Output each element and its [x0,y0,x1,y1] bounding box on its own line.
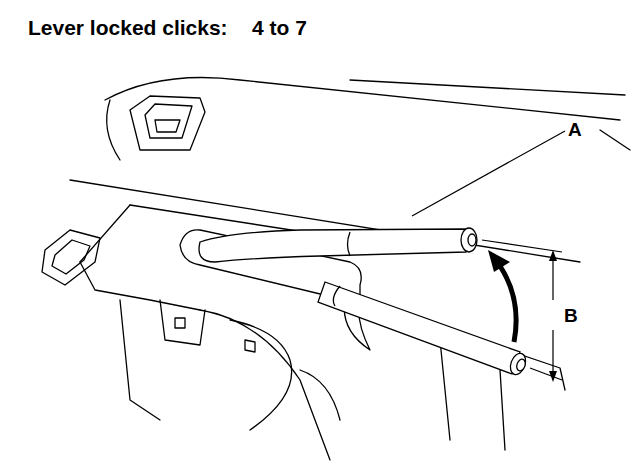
console-edge [120,300,160,420]
leader-line [412,131,565,216]
console-clip [175,318,185,328]
seat-outline [350,80,625,95]
dimension-line [552,256,553,376]
extension-line [530,368,562,380]
console-edge [230,320,292,430]
motion-arrowhead [488,250,510,272]
console-edge [160,300,205,345]
callout-letter: A [566,120,584,139]
seat-outline [107,100,120,160]
console-edge [440,340,450,440]
dimension-arrowhead [549,371,557,382]
motion-arrow [500,266,516,342]
heading: Lever locked clicks: [28,17,228,38]
extension-line [482,240,562,252]
seatbelt-buckle [42,230,100,285]
console-edge [200,310,330,460]
seat-outline [600,130,630,150]
callout-letter: B [562,306,580,325]
lever-released [318,282,528,377]
lever-applied [199,228,477,262]
console-edge [70,180,580,262]
seatbelt-buckle [130,96,205,150]
console-edge [300,370,340,420]
console-edge [500,370,505,450]
click-count: 4 to 7 [252,17,307,38]
console-edge [80,262,200,310]
seat-outline [105,78,620,121]
console-edge [80,205,130,262]
dimension-arrowhead [549,250,557,261]
console-clip [245,340,255,352]
